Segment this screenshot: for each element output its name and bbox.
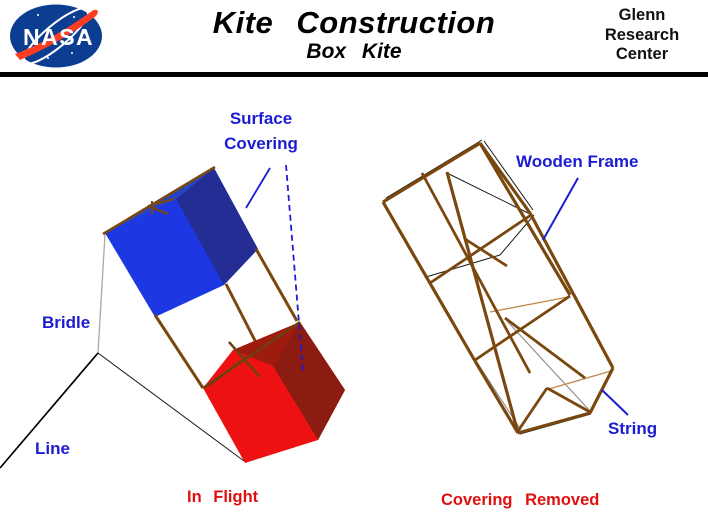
string-line <box>499 214 535 256</box>
org-line-3: Center <box>615 45 669 63</box>
bridle-upper-leg <box>97 233 106 354</box>
cross-stick <box>504 316 586 380</box>
red-cell-side-face <box>273 322 345 440</box>
org-line-2: Research <box>604 25 680 44</box>
cross-stick <box>474 294 571 362</box>
blue-cell-side-face <box>176 168 258 285</box>
blue-cell <box>102 165 258 317</box>
page-title: Kite Construction <box>212 5 496 40</box>
string-lines-black <box>385 139 592 435</box>
label-wooden-frame: Wooden Frame <box>516 152 639 171</box>
string-line <box>506 320 591 412</box>
label-line: Line <box>35 439 70 458</box>
red-cell <box>202 320 345 463</box>
bottom-end-edge <box>473 360 520 434</box>
wooden-frame-drawing <box>381 139 629 435</box>
leader-string <box>601 389 629 416</box>
bottom-end-edge <box>588 367 615 414</box>
label-surface-covering: Surface Covering <box>202 106 320 156</box>
strut-left <box>153 314 205 389</box>
frame-cross-sticks <box>420 172 591 432</box>
nasa-orbit <box>22 7 90 65</box>
string-line <box>483 140 534 211</box>
label-string: String <box>608 419 658 438</box>
leader-surface-covering-red <box>285 164 304 373</box>
red-cell-cross-stick <box>208 354 249 387</box>
internal-spar <box>420 172 532 374</box>
header-rule <box>0 72 708 77</box>
longeron-front <box>445 171 520 434</box>
kite-in-flight <box>0 164 345 469</box>
kite-illustrations <box>0 139 629 469</box>
longeron-left <box>381 201 477 362</box>
label-surface-covering-line2: Covering <box>224 134 298 153</box>
nasa-logo-text: NASA <box>23 24 94 50</box>
leader-wooden-frame <box>542 177 579 241</box>
caption-in-flight: In Flight <box>187 488 259 506</box>
frame-spars <box>381 141 615 435</box>
label-surface-covering-line1: Surface <box>229 109 293 128</box>
org-name: Glenn Research Center <box>586 6 698 65</box>
cross-stick <box>546 386 591 414</box>
caption-covering-removed: Covering Removed <box>441 491 600 509</box>
string-line <box>489 296 569 313</box>
label-bridle: Bridle <box>42 313 91 332</box>
flying-line <box>0 352 99 469</box>
top-end-edge <box>382 141 481 204</box>
bottom-end-edge <box>517 411 591 435</box>
nasa-stars <box>27 14 85 59</box>
strut-right <box>254 248 299 322</box>
page-subtitle: Box Kite <box>306 40 402 63</box>
org-line-1: Glenn <box>618 6 666 24</box>
top-end-edge <box>478 142 532 214</box>
cross-stick <box>464 237 508 268</box>
blue-cell-edge-spar <box>102 165 216 236</box>
leader-surface-covering-blue <box>245 167 271 209</box>
nasa-swoosh <box>15 9 98 60</box>
cross-stick <box>516 387 549 432</box>
header-title-block: Kite Construction Box Kite <box>0 0 708 64</box>
nasa-logo: NASA <box>10 4 102 68</box>
string-line <box>425 254 501 278</box>
string-line <box>548 370 612 390</box>
bridle-lower-leg <box>97 352 245 462</box>
